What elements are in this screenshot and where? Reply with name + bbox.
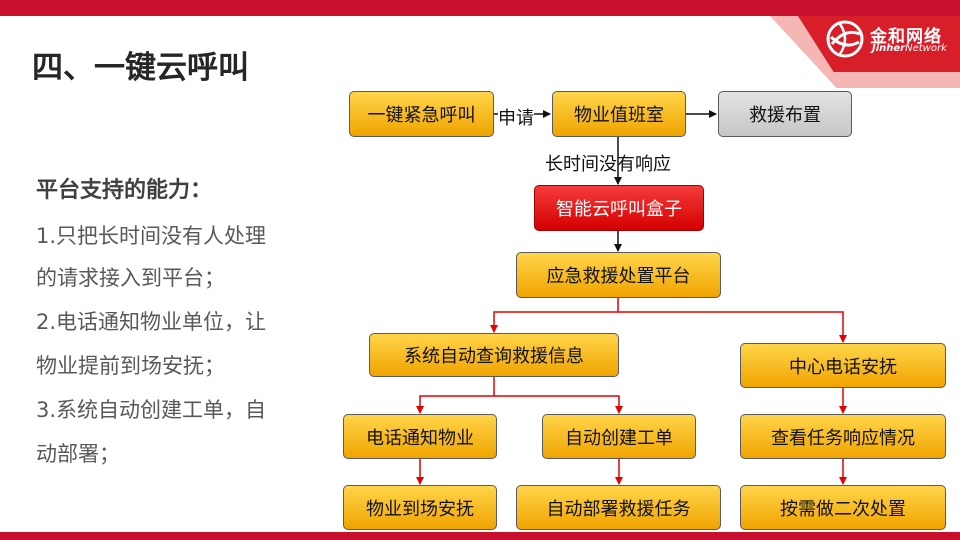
- capability-line: 1.只把长时间没有人处理: [36, 224, 267, 248]
- node-center-phone-comfort: 中心电话安抚: [740, 343, 946, 388]
- node-secondary-handling: 按需做二次处置: [740, 485, 946, 530]
- capability-heading: 平台支持的能力：: [36, 178, 213, 203]
- brand-en-bold: Jinher: [872, 43, 906, 54]
- no-response-label: 长时间没有响应: [545, 154, 671, 175]
- node-check-task-response: 查看任务响应情况: [740, 414, 946, 459]
- apply-label: 申请: [498, 104, 534, 130]
- brand-name-en: JinherNetwork: [872, 43, 947, 54]
- brand-name-cn: 金和网络: [870, 27, 942, 47]
- node-emergency-platform: 应急救援处置平台: [516, 252, 721, 298]
- capability-line: 动部署；: [36, 442, 120, 466]
- capability-line: 的请求接入到平台；: [36, 266, 225, 290]
- node-property-duty-room: 物业值班室: [552, 91, 686, 137]
- bottom-accent-bar: [0, 532, 960, 540]
- red-arrows: [416, 298, 847, 485]
- top-accent-bar: [0, 0, 960, 16]
- page-title: 四、一键云呼叫: [32, 50, 249, 86]
- node-property-arrive-comfort: 物业到场安抚: [343, 485, 497, 530]
- capability-line: 3.系统自动创建工单，自: [36, 398, 267, 422]
- brand-en-light: Network: [905, 43, 947, 54]
- node-auto-query-info: 系统自动查询救援信息: [369, 333, 619, 377]
- capability-line: 2.电话通知物业单位，让: [36, 310, 267, 334]
- node-smart-cloud-call-box: 智能云呼叫盒子: [534, 185, 704, 231]
- globe-icon: [826, 20, 864, 58]
- brand-logo: 金和网络 JinherNetwork: [826, 20, 956, 60]
- node-rescue-setup: 救援布置: [718, 91, 852, 137]
- node-phone-notify-property: 电话通知物业: [343, 414, 497, 459]
- node-auto-create-ticket: 自动创建工单: [542, 414, 696, 459]
- node-one-key-call: 一键紧急呼叫: [349, 91, 494, 137]
- node-auto-deploy-rescue: 自动部署救援任务: [516, 485, 721, 530]
- capability-line: 物业提前到场安抚；: [36, 354, 225, 378]
